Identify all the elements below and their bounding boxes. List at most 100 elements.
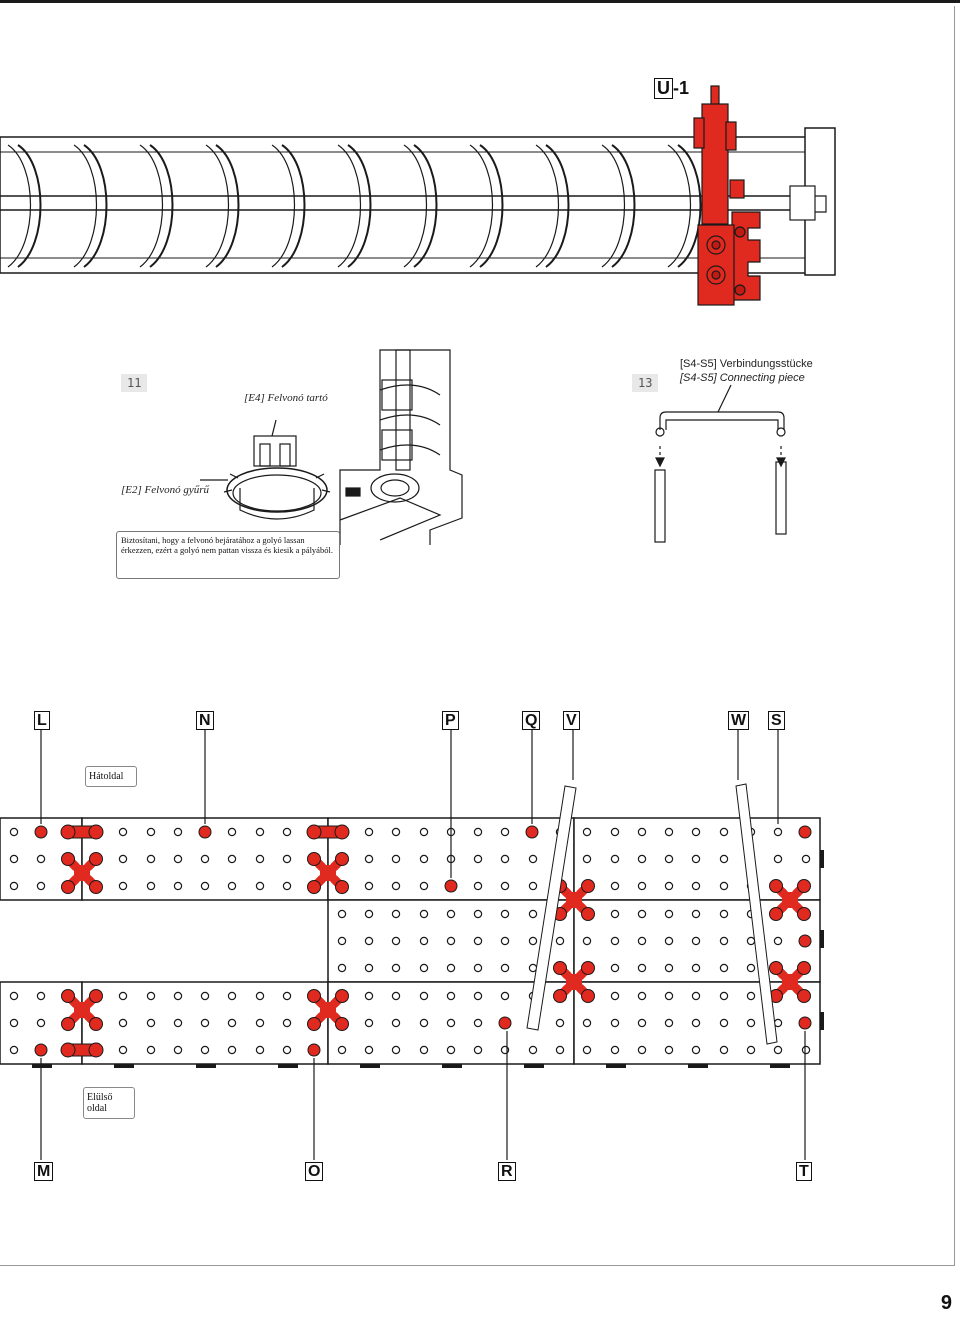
peg-hole — [200, 881, 210, 891]
peg-hole — [419, 963, 429, 973]
peg-hole — [610, 909, 620, 919]
peg-hole — [610, 1018, 620, 1028]
peg-hole — [664, 854, 674, 864]
peg-hole — [719, 827, 729, 837]
red-peg — [307, 1043, 321, 1057]
peg-hole — [610, 963, 620, 973]
peg-hole — [337, 936, 347, 946]
peg-hole — [664, 963, 674, 973]
peg-hole — [691, 963, 701, 973]
peg-hole — [227, 881, 237, 891]
peg-hole — [719, 963, 729, 973]
peg-hole — [173, 854, 183, 864]
cross-connector — [61, 989, 103, 1031]
peg-hole — [200, 1045, 210, 1055]
peg-hole — [610, 936, 620, 946]
label-W: W — [728, 711, 750, 730]
peg-hole — [446, 1018, 456, 1028]
peg-hole — [200, 1018, 210, 1028]
peg-hole — [9, 881, 19, 891]
peg-hole — [227, 991, 237, 1001]
peg-hole — [282, 1018, 292, 1028]
label-T: T — [796, 1162, 812, 1181]
peg-hole — [364, 827, 374, 837]
peg-hole — [146, 1018, 156, 1028]
peg-hole — [637, 1018, 647, 1028]
peg-hole — [610, 991, 620, 1001]
label-Q: Q — [522, 711, 541, 730]
peg-hole — [118, 1045, 128, 1055]
peg-hole — [746, 1018, 756, 1028]
peg-hole — [282, 827, 292, 837]
peg-hole — [173, 827, 183, 837]
peg-hole — [664, 827, 674, 837]
peg-hole — [446, 1045, 456, 1055]
peg-hole — [146, 1045, 156, 1055]
peg-hole — [801, 1045, 811, 1055]
bar-connector — [60, 1042, 104, 1058]
slanted-rails — [526, 783, 778, 1045]
label-R: R — [498, 1162, 516, 1181]
peg-hole — [582, 827, 592, 837]
peg-hole — [337, 963, 347, 973]
peg-hole — [664, 1045, 674, 1055]
cross-connector — [307, 852, 349, 894]
peg-hole — [146, 827, 156, 837]
peg-hole — [664, 936, 674, 946]
peg-hole — [227, 1045, 237, 1055]
peg-hole — [691, 936, 701, 946]
peg-hole — [500, 936, 510, 946]
peg-hole — [391, 936, 401, 946]
step11-caption-left: [E2] Felvonó gyűrű — [121, 484, 209, 496]
red-peg — [798, 934, 812, 948]
peg-hole — [255, 991, 265, 1001]
peg-hole — [528, 909, 538, 919]
peg-hole — [146, 991, 156, 1001]
top-rule — [0, 0, 960, 3]
peg-hole — [364, 1018, 374, 1028]
label-N: N — [196, 711, 214, 730]
peg-hole — [691, 881, 701, 891]
peg-hole — [391, 909, 401, 919]
peg-hole — [337, 909, 347, 919]
peg-hole — [582, 1018, 592, 1028]
label-M: M — [34, 1162, 54, 1181]
peg-hole — [582, 1045, 592, 1055]
peg-hole — [746, 936, 756, 946]
bar-connector — [60, 824, 104, 840]
peg-hole — [173, 1045, 183, 1055]
peg-hole — [200, 991, 210, 1001]
peg-hole — [36, 1018, 46, 1028]
peg-hole — [337, 1045, 347, 1055]
page-frame — [0, 6, 955, 1266]
step11-diagram — [200, 349, 463, 545]
peg-hole — [719, 854, 729, 864]
peg-hole — [691, 1045, 701, 1055]
peg-hole — [473, 881, 483, 891]
peg-hole — [255, 854, 265, 864]
peg-hole — [473, 1045, 483, 1055]
back-side-label: Hátoldal — [85, 766, 137, 787]
cross-connector — [307, 989, 349, 1031]
peg-hole — [637, 963, 647, 973]
peg-hole — [419, 909, 429, 919]
peg-hole — [118, 1018, 128, 1028]
bar-connector — [306, 824, 350, 840]
peg-hole — [282, 881, 292, 891]
peg-hole — [610, 827, 620, 837]
peg-hole — [637, 854, 647, 864]
peg-hole — [227, 1018, 237, 1028]
peg-hole — [664, 909, 674, 919]
peg-hole — [419, 1018, 429, 1028]
peg-hole — [555, 1018, 565, 1028]
peg-hole — [255, 827, 265, 837]
red-peg — [525, 825, 539, 839]
peg-hole — [419, 936, 429, 946]
peg-hole — [500, 909, 510, 919]
peg-hole — [637, 936, 647, 946]
peg-hole — [719, 1045, 729, 1055]
peg-hole — [500, 827, 510, 837]
peg-hole — [773, 936, 783, 946]
peg-hole — [528, 854, 538, 864]
